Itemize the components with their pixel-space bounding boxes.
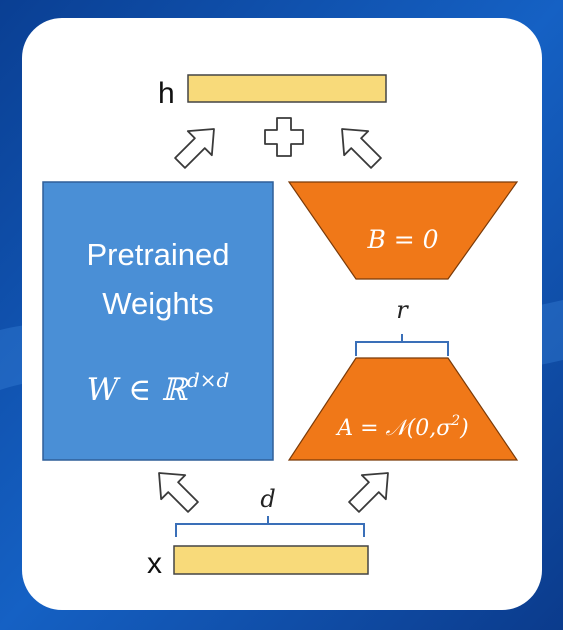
input-vector-label: x [147, 547, 162, 580]
plus-icon [264, 117, 304, 157]
arrow-input-to-a-icon [348, 472, 389, 513]
rank-brace [355, 334, 449, 356]
diagram-panel [22, 18, 542, 610]
rank-brace-label: r [396, 296, 409, 324]
arrow-input-to-pretrained-icon [158, 472, 199, 513]
pretrained-weights-block [42, 181, 274, 461]
dim-brace-label: d [260, 485, 275, 513]
arrow-b-to-output-icon [341, 128, 382, 169]
pretrained-title-line2: Weights [102, 286, 213, 321]
matrix-a-label-main: A = 𝒩(0,σ [335, 416, 452, 441]
pretrained-title-line1: Pretrained [86, 237, 229, 272]
dim-brace [175, 516, 365, 537]
output-vector [187, 74, 387, 103]
pretrained-formula-sup: d×d [187, 368, 229, 392]
pretrained-formula: W ∈ ℝd×d [87, 368, 230, 408]
matrix-b-block [287, 181, 519, 280]
matrix-a-label-sup: 2 [450, 413, 460, 429]
matrix-a-label-end: ) [459, 416, 469, 441]
matrix-a-block [287, 357, 519, 461]
matrix-b-label: B = 0 [366, 225, 438, 254]
matrix-a-label: A = 𝒩(0,σ2) [335, 413, 469, 441]
input-vector [173, 545, 369, 575]
arrow-pretrained-to-output-icon [174, 128, 215, 169]
pretrained-formula-main: W ∈ ℝ [87, 372, 190, 408]
output-vector-label: h [158, 77, 175, 110]
